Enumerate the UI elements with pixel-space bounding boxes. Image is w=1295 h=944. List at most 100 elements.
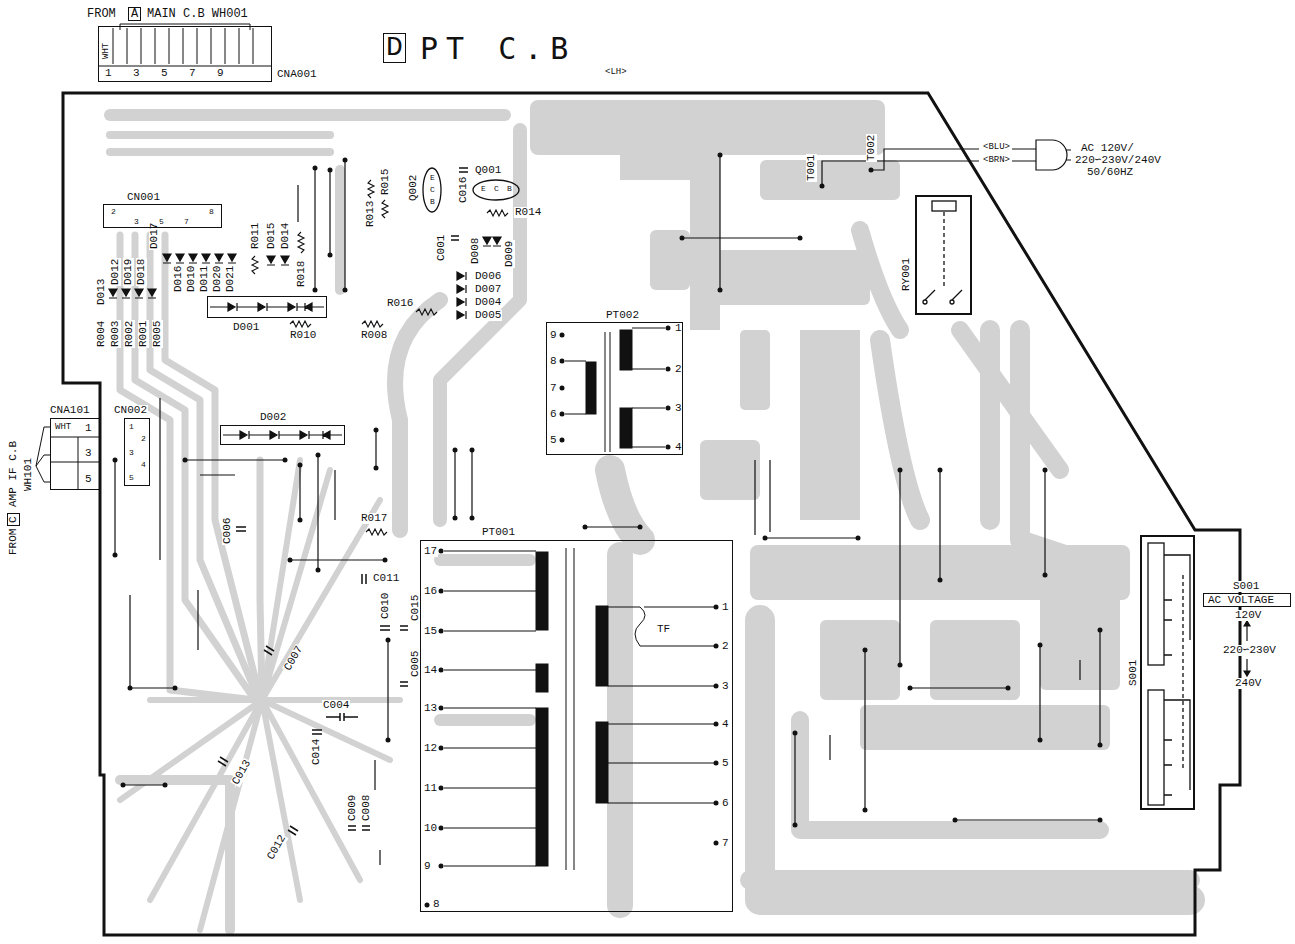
part-label: C009 — [347, 794, 358, 822]
jumper-end — [1038, 738, 1043, 743]
part-label: <BRN> — [982, 156, 1011, 165]
part-label: C007 — [282, 643, 306, 673]
part-label: 1 — [128, 423, 135, 431]
jumper-end — [638, 525, 643, 530]
part-label: 1 — [721, 602, 730, 613]
component-outline: CN001 — [103, 204, 222, 228]
transformer-winding — [536, 664, 548, 692]
part-label: T001 — [806, 154, 817, 182]
part-label: 4 — [140, 461, 147, 469]
jumper-end — [113, 153, 1103, 828]
capacitor-symbol — [400, 682, 408, 686]
pin-dot — [666, 367, 671, 372]
transformer-winding — [444, 328, 714, 870]
part-label: 1 — [104, 68, 113, 79]
jumper-end — [898, 663, 903, 668]
jumper-end — [898, 468, 903, 473]
capacitor-symbol — [380, 626, 390, 630]
pin-dot — [560, 386, 565, 391]
component-name: CN002 — [113, 405, 148, 416]
part-label: 8 — [549, 356, 558, 367]
part-label: 3 — [133, 218, 140, 226]
component-name: S001 — [1232, 581, 1260, 592]
transformer-winding — [620, 408, 632, 448]
jumper-end — [798, 236, 803, 241]
part-label: 8 — [208, 208, 215, 216]
part-label: MAIN C.B WH001 — [146, 8, 249, 20]
pin-dot — [666, 326, 671, 331]
pin-dot — [560, 412, 565, 417]
part-label: FROM — [86, 8, 117, 20]
pin-dot — [439, 746, 444, 751]
part-label: D011 — [199, 265, 210, 293]
diode-symbol — [163, 254, 236, 263]
part-label: 1 — [674, 323, 683, 334]
switch-symbol — [1182, 575, 1183, 770]
capacitor-symbol — [264, 646, 274, 655]
capacitor-symbol — [400, 626, 408, 630]
jumper-end — [183, 458, 188, 463]
component-outline: D002 — [220, 425, 345, 445]
jumper-end — [863, 808, 868, 813]
part-label: 13 — [423, 703, 438, 714]
copper-trace — [610, 470, 640, 540]
switch-symbol — [1164, 555, 1172, 795]
part-label: C010 — [380, 592, 391, 620]
part-label: R016 — [386, 298, 414, 309]
part-label: C — [7, 513, 20, 526]
copper-area — [760, 160, 900, 200]
part-label: 3 — [132, 68, 141, 79]
part-label: 4 — [721, 719, 730, 730]
part-label: R003 — [110, 320, 121, 348]
copper-trace — [395, 300, 440, 530]
part-label: 15 — [423, 626, 438, 637]
capacitor-symbol — [451, 236, 459, 240]
transformer-winding — [596, 722, 608, 803]
capacitor-symbol — [348, 826, 370, 830]
jumper-end — [953, 818, 958, 823]
copper-area — [650, 230, 690, 290]
resistor-symbol — [416, 309, 437, 315]
part-label: 4 — [674, 442, 683, 453]
switch-symbol — [1148, 543, 1164, 665]
copper-trace — [440, 714, 530, 726]
component-name: CNA001 — [276, 69, 318, 80]
transformer-winding — [608, 607, 714, 803]
transistor-outline — [423, 168, 519, 212]
jumper-end — [128, 686, 133, 691]
header-wiring — [98, 66, 272, 67]
part-label: 6 — [721, 798, 730, 809]
ac-cord — [822, 161, 979, 186]
part-label: D006 — [474, 271, 502, 282]
part-label: D021 — [225, 265, 236, 293]
jumper-end — [908, 686, 913, 691]
jumper-end — [386, 738, 391, 743]
header-wiring — [113, 28, 253, 64]
jumper-end — [163, 783, 168, 788]
copper-area — [700, 250, 870, 305]
jumper-end — [288, 558, 293, 563]
jumper-end — [328, 253, 333, 258]
part-label: R011 — [250, 222, 261, 250]
copper-trace — [120, 460, 400, 930]
pin-dot — [714, 761, 719, 766]
jumper-end — [1038, 643, 1043, 648]
part-label: C — [429, 186, 436, 194]
pin-dot — [439, 668, 444, 673]
part-label: Q002 — [408, 174, 419, 202]
part-label: 3 — [84, 448, 93, 459]
resistor-symbol — [252, 180, 508, 535]
jumper-end — [1043, 468, 1048, 473]
part-label: B — [506, 185, 513, 193]
diode-symbol — [267, 256, 289, 265]
jumper-end — [680, 236, 685, 241]
part-label: B — [429, 198, 436, 206]
part-label: 2 — [110, 208, 117, 216]
component-outline: PT001 — [420, 540, 733, 912]
part-label: 3 — [128, 449, 135, 457]
part-label: 8 — [432, 899, 441, 910]
component-name: CNA101 — [49, 405, 91, 416]
switch-symbol — [1148, 690, 1164, 805]
part-label: C — [493, 185, 500, 193]
component-name: AC VOLTAGE — [1207, 595, 1275, 606]
